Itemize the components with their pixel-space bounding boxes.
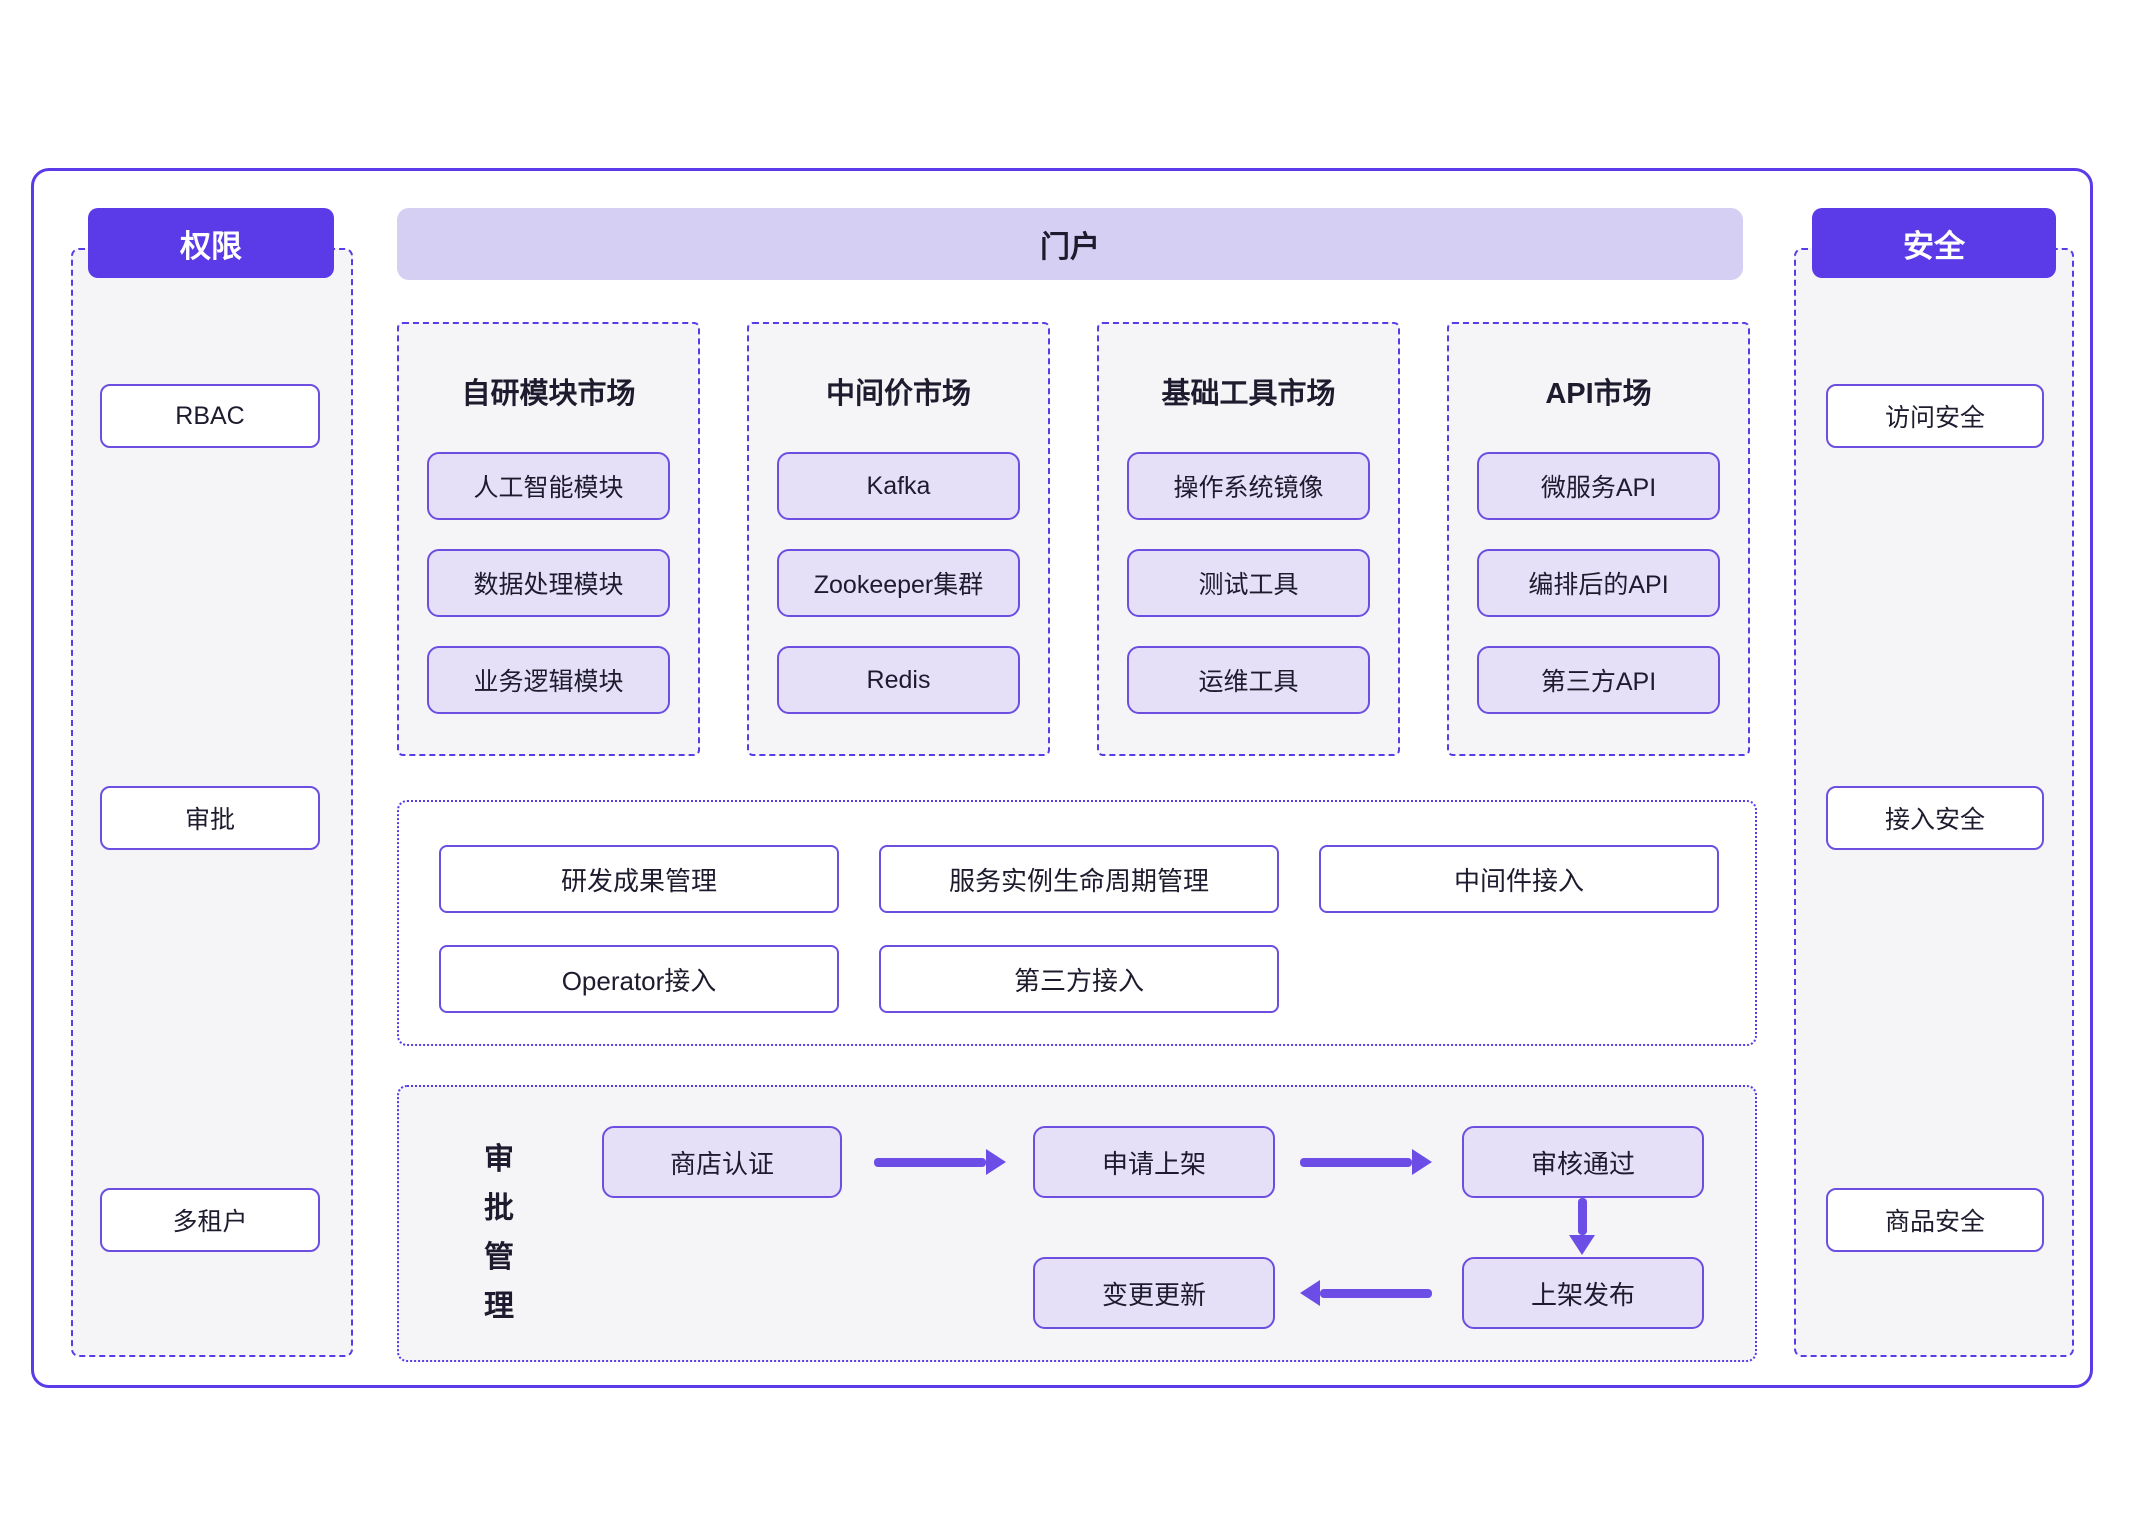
approval-label-char: 管 [484, 1241, 514, 1274]
arrow-left-icon [1300, 1280, 1432, 1306]
market-item: 测试工具 [1127, 549, 1370, 617]
market-column-self-dev-modules: 自研模块市场 人工智能模块 数据处理模块 业务逻辑模块 [397, 322, 700, 756]
access-security-box: 访问安全 [1826, 384, 2044, 448]
market-item: 微服务API [1477, 452, 1720, 520]
market-item: 业务逻辑模块 [427, 646, 670, 714]
integration-security-box: 接入安全 [1826, 786, 2044, 850]
operator-access-box: Operator接入 [439, 945, 839, 1013]
approval-box: 审批 [100, 786, 320, 850]
market-title: API市场 [1545, 378, 1652, 410]
approval-label-char: 批 [484, 1192, 514, 1225]
permissions-header: 权限 [88, 208, 334, 278]
market-item: Kafka [777, 452, 1020, 520]
market-item: 编排后的API [1477, 549, 1720, 617]
market-item: Zookeeper集群 [777, 549, 1020, 617]
arrow-right-icon [1300, 1149, 1432, 1175]
multi-tenant-box: 多租户 [100, 1188, 320, 1252]
arrow-down-icon [1569, 1198, 1595, 1255]
security-header: 安全 [1812, 208, 2056, 278]
arrow-right-icon [874, 1149, 1006, 1175]
market-title: 中间价市场 [825, 378, 971, 410]
review-passed-box: 审核通过 [1462, 1126, 1704, 1198]
approval-flow-section: 审 批 管 理 商店认证 申请上架 审核通过 上架发布 变更更新 [397, 1085, 1757, 1362]
portal-header: 门户 [397, 208, 1743, 280]
market-title: 自研模块市场 [461, 378, 636, 410]
market-column-middleware: 中间价市场 Kafka Zookeeper集群 Redis [747, 322, 1050, 756]
approval-label-char: 理 [484, 1290, 514, 1323]
third-party-access-box: 第三方接入 [879, 945, 1279, 1013]
rbac-box: RBAC [100, 384, 320, 448]
market-title: 基础工具市场 [1161, 378, 1336, 410]
market-column-basic-tools: 基础工具市场 操作系统镜像 测试工具 运维工具 [1097, 322, 1400, 756]
store-certification-box: 商店认证 [602, 1126, 842, 1198]
approval-management-label: 审 批 管 理 [477, 1135, 521, 1331]
management-section: 研发成果管理 服务实例生命周期管理 中间件接入 Operator接入 第三方接入 [397, 800, 1757, 1046]
middleware-access-box: 中间件接入 [1319, 845, 1719, 913]
market-item: 第三方API [1477, 646, 1720, 714]
market-item: 人工智能模块 [427, 452, 670, 520]
market-item: Redis [777, 646, 1020, 714]
approval-label-char: 审 [484, 1143, 514, 1176]
change-update-box: 变更更新 [1033, 1257, 1275, 1329]
market-item: 运维工具 [1127, 646, 1370, 714]
listing-release-box: 上架发布 [1462, 1257, 1704, 1329]
rd-results-management-box: 研发成果管理 [439, 845, 839, 913]
market-column-api: API市场 微服务API 编排后的API 第三方API [1447, 322, 1750, 756]
market-item: 数据处理模块 [427, 549, 670, 617]
product-security-box: 商品安全 [1826, 1188, 2044, 1252]
service-instance-lifecycle-box: 服务实例生命周期管理 [879, 845, 1279, 913]
apply-listing-box: 申请上架 [1033, 1126, 1275, 1198]
market-item: 操作系统镜像 [1127, 452, 1370, 520]
